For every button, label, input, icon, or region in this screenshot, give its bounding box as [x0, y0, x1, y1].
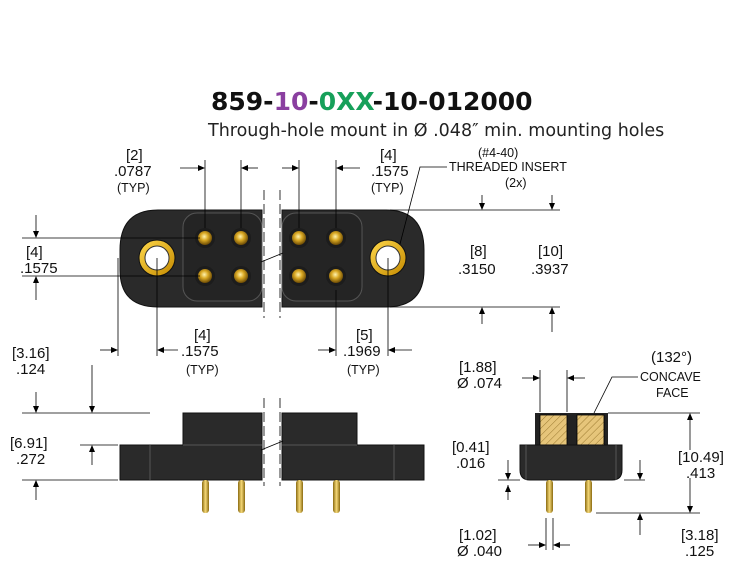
dim-rowpitch-note: (TYP)	[371, 181, 404, 195]
insert-spec: (#4-40)	[478, 146, 518, 160]
dim-bh-in: .3150	[458, 261, 496, 278]
dim-hp-in: .1575	[181, 343, 219, 360]
dim-step-in: .124	[16, 361, 45, 378]
dim-cd-mm: [1.88]	[459, 359, 497, 376]
dim-rowpitch-mm: [4]	[380, 147, 397, 164]
dim-rowpitch-in: .1575	[371, 163, 409, 180]
insert-label: THREADED INSERT	[449, 160, 567, 174]
side-body-right	[281, 412, 425, 481]
dim-pitch-in: .0787	[114, 163, 152, 180]
break-lines	[263, 190, 281, 318]
insert-qty: (2x)	[505, 176, 527, 190]
contact-section-right	[576, 414, 605, 446]
dim-tl-mm: [3.18]	[681, 527, 719, 544]
top-view: [2] .0787 (TYP) [4] .1575 (TYP) (#4-40) …	[20, 146, 569, 377]
dim-so-mm: [0.41]	[452, 439, 490, 456]
dim-th-in: .413	[686, 465, 715, 482]
contact-section-left	[539, 414, 568, 446]
dim-ho-note: (TYP)	[347, 363, 380, 377]
contacts-top	[195, 228, 346, 286]
concave-angle: (132°)	[651, 349, 692, 366]
subtitle: Through-hole mount in Ø .048″ min. mount…	[207, 121, 664, 141]
end-view: [1.88] Ø .074 (132°) CONCAVE FACE [0.41]…	[452, 349, 724, 560]
end-body	[519, 444, 623, 481]
dim-oh-in: .3937	[531, 261, 569, 278]
dim-bh-mm: [8]	[470, 243, 487, 260]
dim-pitch-mm: [2]	[126, 147, 143, 164]
pin-housing-left	[182, 212, 263, 302]
side-view: [3.16] .124 [6.91] .272	[10, 345, 425, 513]
dim-thk-in: .272	[16, 451, 45, 468]
concave-line2: FACE	[656, 386, 689, 400]
dim-pitch-note: (TYP)	[117, 181, 150, 195]
dim-cd-in: Ø .074	[457, 375, 502, 392]
dim-lh-mm: [4]	[26, 244, 43, 261]
part-number: 859-10-0XX-10-012000	[211, 87, 533, 116]
dim-tl-in: .125	[685, 543, 714, 560]
side-body-left	[119, 412, 263, 481]
pin-housing-right	[281, 212, 363, 302]
dim-td-mm: [1.02]	[459, 527, 497, 544]
dim-hp-mm: [4]	[194, 327, 211, 344]
dim-lh-in: .1575	[20, 260, 58, 277]
dim-td-in: Ø .040	[457, 543, 502, 560]
pin-tails	[202, 480, 340, 513]
dim-ho-mm: [5]	[356, 327, 373, 344]
dim-hp-note: (TYP)	[186, 363, 219, 377]
dim-ho-in: .1969	[343, 343, 381, 360]
dim-step-mm: [3.16]	[12, 345, 50, 362]
dim-oh-mm: [10]	[538, 243, 563, 260]
dim-th-mm: [10.49]	[678, 449, 724, 466]
concave-line1: CONCAVE	[640, 370, 701, 384]
dim-thk-mm: [6.91]	[10, 435, 48, 452]
dim-so-in: .016	[456, 455, 485, 472]
